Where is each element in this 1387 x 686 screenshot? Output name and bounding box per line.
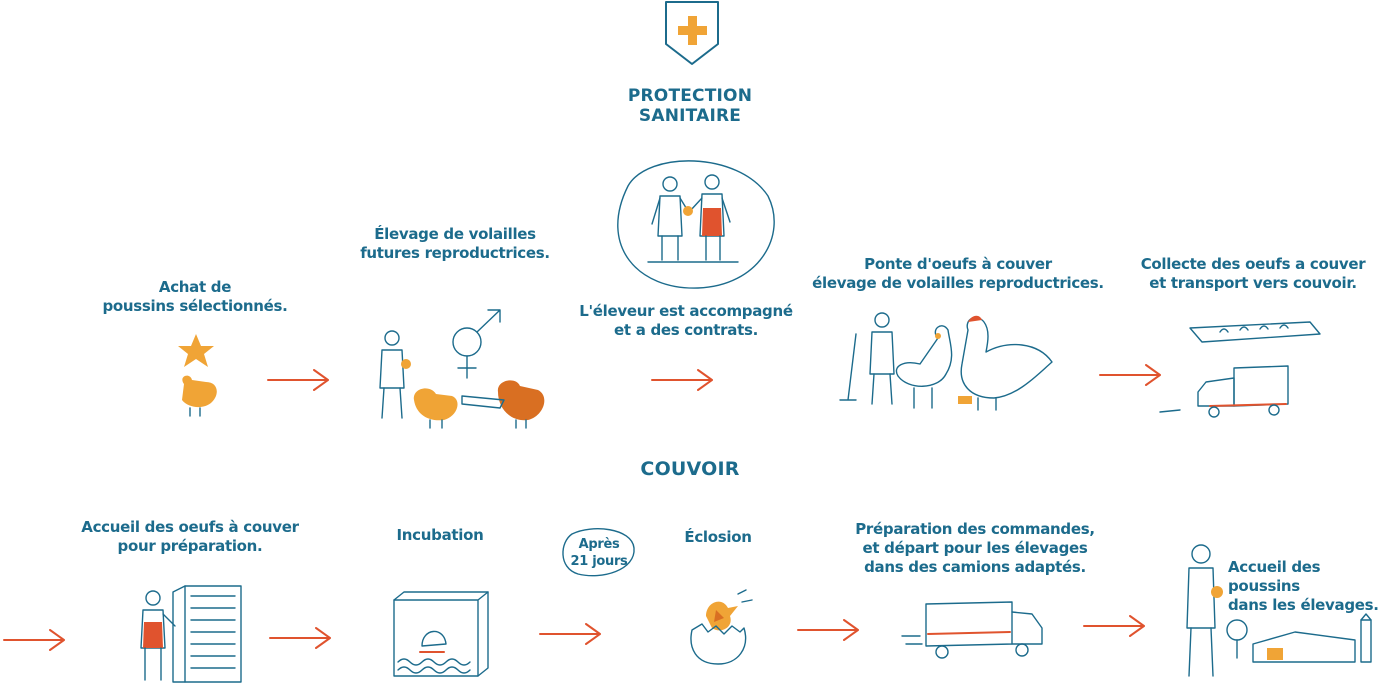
delivery-truck-icon <box>900 598 1050 668</box>
hatching-egg-icon <box>684 588 756 668</box>
egg-tray-truck-icon <box>1150 320 1325 420</box>
farm-icon <box>1165 540 1385 686</box>
star-chick-icon <box>168 332 228 424</box>
incubator-icon <box>392 590 492 680</box>
egg-rack-icon <box>133 582 248 686</box>
step-chick-purchase-label: Achat de poussins sélectionnés. <box>95 278 295 316</box>
step-egg-reception-label: Accueil des oeufs à couver pour préparat… <box>80 518 300 556</box>
step-laying-label: Ponte d'oeufs à couver élevage de volail… <box>808 255 1108 293</box>
step-incubation-label: Incubation <box>380 526 500 545</box>
arrow-4 <box>2 628 70 652</box>
arrow-7 <box>796 618 864 642</box>
breeding-icon <box>370 308 555 433</box>
badge-text: Après 21 jours <box>562 536 636 570</box>
section-title-couvoir: COUVOIR <box>620 458 760 480</box>
farmers-handshake-icon <box>608 156 778 292</box>
step-breeding-label: Élevage de volailles futures reproductri… <box>350 225 560 263</box>
step-hatching-label: Éclosion <box>668 528 768 547</box>
accompanied-caption: L'éleveur est accompagné et a des contra… <box>575 302 797 340</box>
arrow-8 <box>1082 614 1150 638</box>
arrow-2 <box>650 368 718 392</box>
step-orders-label: Préparation des commandes, et départ pou… <box>850 520 1100 577</box>
step-collection-label: Collecte des oeufs a couver et transport… <box>1138 255 1368 293</box>
laying-icon <box>838 304 1063 424</box>
shield-plus-icon <box>662 0 722 70</box>
section-title-protection: PROTECTION SANITAIRE <box>600 86 780 126</box>
arrow-6 <box>538 622 606 646</box>
arrow-5 <box>268 626 336 650</box>
arrow-1 <box>266 368 334 392</box>
